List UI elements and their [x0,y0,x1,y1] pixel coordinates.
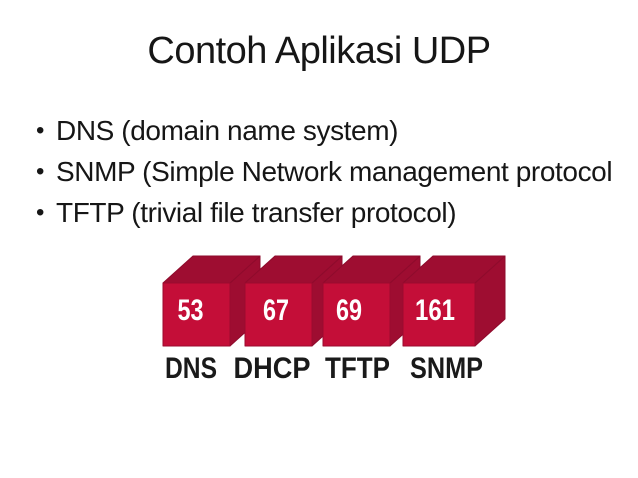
bullet-text: SNMP (Simple Network management protocol [56,156,613,188]
port-number: 69 [336,294,362,327]
block-front-face [244,282,313,347]
protocol-label: SNMP [410,352,483,385]
protocol-label: DNS [165,352,217,385]
bullet-item: • DNS (domain name system) [36,115,636,146]
bullet-item: • SNMP (Simple Network management protoc… [36,156,636,188]
bullet-text: TFTP (trivial file transfer protocol) [56,197,457,229]
bullet-text: DNS (domain name system) [56,115,399,146]
bullet-marker: • [36,158,45,186]
block-front-face [162,282,231,347]
bullet-marker: • [36,117,45,144]
bullet-list: • DNS (domain name system) • SNMP (Simpl… [36,115,636,240]
slide-title: Contoh Aplikasi UDP [147,30,491,72]
port-number: 53 [178,294,204,327]
bullet-item: • TFTP (trivial file transfer protocol) [36,198,636,228]
block-front-face [322,282,391,347]
port-number: 67 [263,294,289,327]
block-front-face [402,282,476,347]
protocol-label: DHCP [234,352,311,385]
port-number: 161 [415,294,455,327]
protocol-label: TFTP [325,352,390,385]
bullet-marker: • [36,199,45,227]
